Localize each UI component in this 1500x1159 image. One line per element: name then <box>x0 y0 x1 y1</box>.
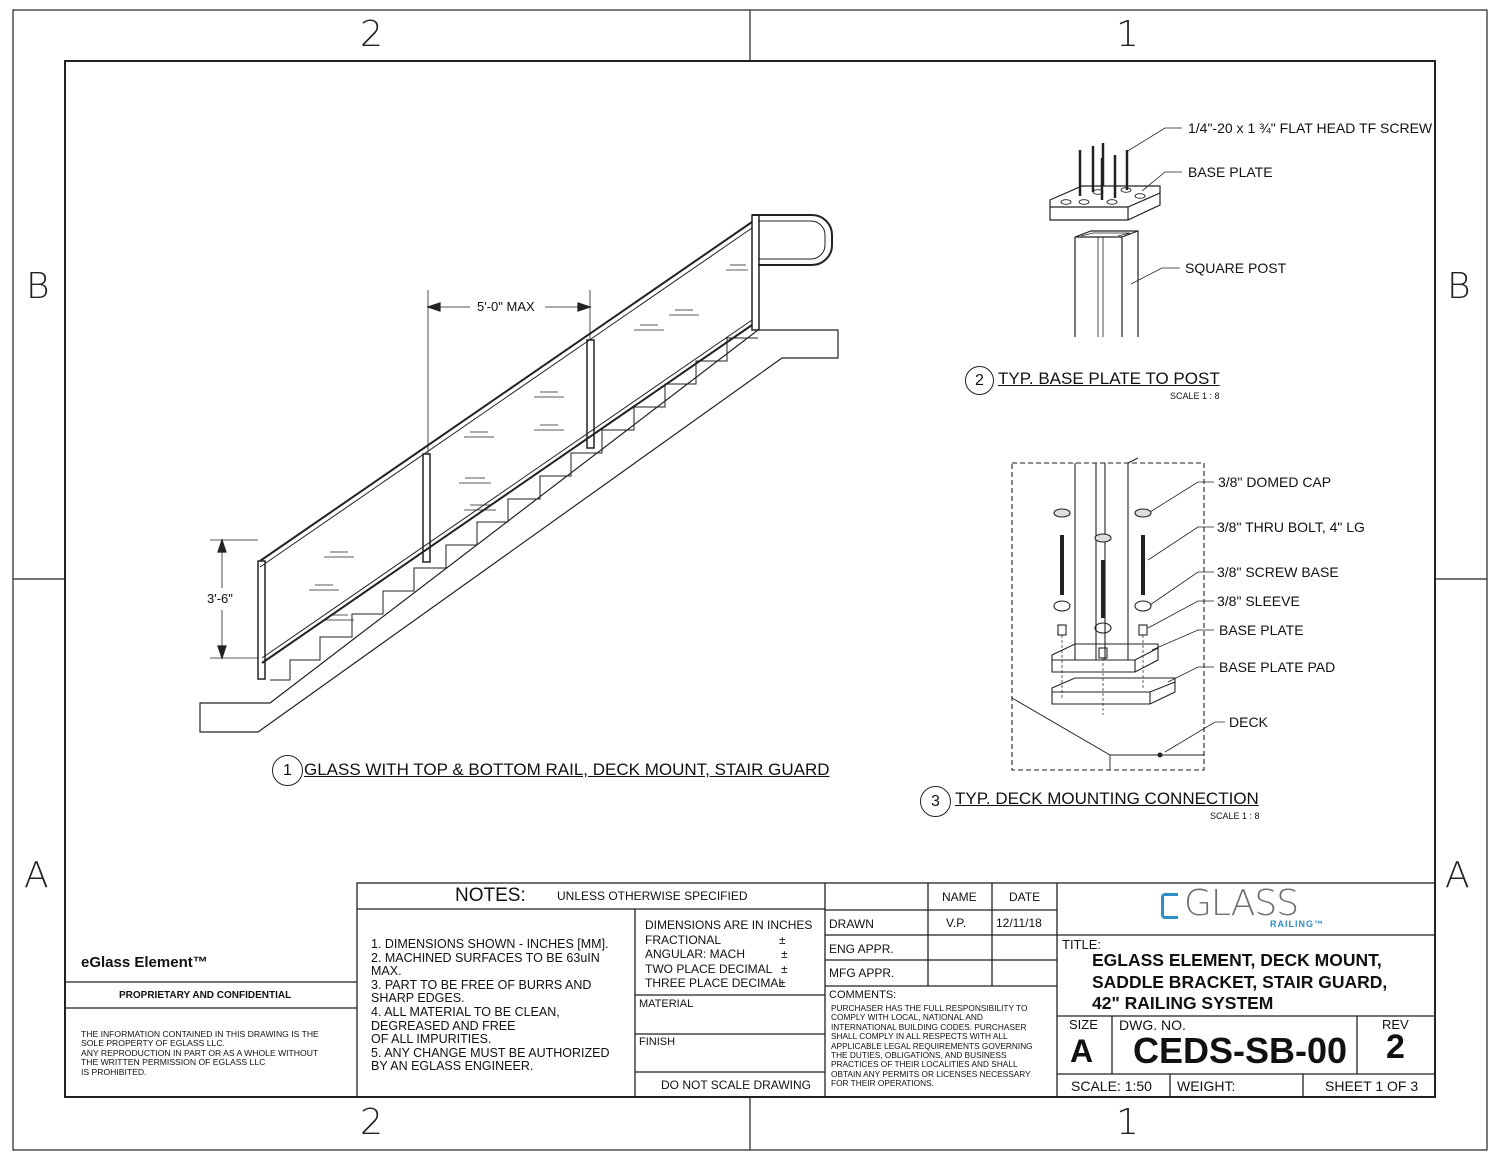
dwg-no-label: DWG. NO. <box>1119 1017 1186 1033</box>
tolerance-angular: ANGULAR: MACH <box>645 947 746 961</box>
plus-minus-2: ± <box>781 947 788 961</box>
dimension-rail-height: 3'-6" <box>207 591 233 606</box>
weight-label: WEIGHT: <box>1177 1078 1236 1094</box>
comments-label: COMMENTS: <box>829 989 897 1001</box>
callout-screw: 1/4"-20 x 1 ¾" FLAT HEAD TF SCREW <box>1188 120 1433 136</box>
drawn-label: DRAWN <box>829 917 874 931</box>
notes-header: NOTES: <box>455 885 526 906</box>
logo-tagline: RAILING™ <box>1270 919 1324 929</box>
tolerance-three-place: THREE PLACE DECIMAL <box>645 976 786 990</box>
notes-body: 1. DIMENSIONS SHOWN - INCHES [MM]. 2. MA… <box>371 937 610 1074</box>
plus-minus-1: ± <box>779 933 786 947</box>
callout-screw-base: 3/8" SCREW BASE <box>1217 564 1339 580</box>
zone-label-right-b: B <box>1447 266 1471 307</box>
view-1-number: 1 <box>272 755 303 786</box>
drawing-number: CEDS-SB-00 <box>1133 1030 1348 1071</box>
view-3-scale: SCALE 1 : 8 <box>1210 811 1260 821</box>
callout-base-plate-pad: BASE PLATE PAD <box>1219 659 1336 675</box>
logo-wordmark: GLASS <box>1184 883 1299 924</box>
drawn-date: 12/11/18 <box>996 916 1042 930</box>
mfg-appr-label: MFG APPR. <box>829 966 895 980</box>
callout-base-plate: BASE PLATE <box>1188 164 1273 180</box>
view-3-number: 3 <box>920 786 951 817</box>
callout-square-post: SQUARE POST <box>1185 260 1287 276</box>
notes-subheader: UNLESS OTHERWISE SPECIFIED <box>557 889 748 903</box>
rev-label: REV <box>1382 1017 1409 1032</box>
view-2-number: 2 <box>965 366 994 395</box>
finish-label: FINISH <box>639 1036 676 1048</box>
zone-label-bottom-2: 2 <box>360 1102 383 1143</box>
do-not-scale-note: DO NOT SCALE DRAWING <box>661 1078 812 1092</box>
scale-value: SCALE: 1:50 <box>1071 1078 1152 1094</box>
zone-label-top-2: 2 <box>360 14 383 55</box>
dimensions-unit-label: DIMENSIONS ARE IN INCHES <box>645 918 813 932</box>
zone-label-left-a: A <box>24 855 49 896</box>
name-header: NAME <box>942 890 977 904</box>
proprietary-notice: THE INFORMATION CONTAINED IN THIS DRAWIN… <box>81 1029 319 1077</box>
zone-label-top-1: 1 <box>1116 14 1139 55</box>
view-2-scale: SCALE 1 : 8 <box>1170 391 1220 401</box>
title-label: TITLE: <box>1062 937 1102 952</box>
plus-minus-3: ± <box>781 962 788 976</box>
callout-base-plate-3: BASE PLATE <box>1219 622 1304 638</box>
sheet-size: A <box>1070 1033 1094 1069</box>
stair-guard-view <box>199 214 839 733</box>
plus-minus-4: ± <box>779 976 786 990</box>
view-3-title: TYP. DECK MOUNTING CONNECTION <box>955 789 1259 808</box>
callout-domed-cap: 3/8" DOMED CAP <box>1218 474 1332 490</box>
deck-mounting-view <box>1011 457 1225 771</box>
view-2-title: TYP. BASE PLATE TO POST <box>998 369 1220 388</box>
callout-sleeve: 3/8" SLEEVE <box>1217 593 1300 609</box>
date-header: DATE <box>1009 890 1041 904</box>
base-plate-post-view <box>1049 127 1182 337</box>
proprietary-label: PROPRIETARY AND CONFIDENTIAL <box>119 990 292 1001</box>
product-name: eGlass Element™ <box>81 954 208 971</box>
eng-appr-label: ENG APPR. <box>829 942 894 956</box>
drawing-title: EGLASS ELEMENT, DECK MOUNT, SADDLE BRACK… <box>1092 950 1388 1013</box>
callout-deck: DECK <box>1229 714 1268 730</box>
zone-label-left-b: B <box>26 266 50 307</box>
callout-thru-bolt: 3/8" THRU BOLT, 4" LG <box>1217 519 1365 535</box>
tolerance-fractional: FRACTIONAL <box>645 933 722 947</box>
logo-mark-icon <box>1161 893 1178 919</box>
revision: 2 <box>1386 1028 1405 1066</box>
material-label: MATERIAL <box>639 998 694 1010</box>
view-1-title: GLASS WITH TOP & BOTTOM RAIL, DECK MOUNT… <box>304 760 830 779</box>
size-label: SIZE <box>1069 1017 1098 1032</box>
sheet-number: SHEET 1 OF 3 <box>1325 1078 1419 1094</box>
comments-text: PURCHASER HAS THE FULL RESPONSIBILITY TO… <box>831 1003 1033 1089</box>
tolerance-two-place: TWO PLACE DECIMAL <box>645 962 773 976</box>
zone-label-bottom-1: 1 <box>1116 1102 1139 1143</box>
zone-label-right-a: A <box>1445 855 1470 896</box>
drawn-name: V.P. <box>946 916 967 930</box>
dimension-post-spacing: 5'-0" MAX <box>477 299 535 314</box>
